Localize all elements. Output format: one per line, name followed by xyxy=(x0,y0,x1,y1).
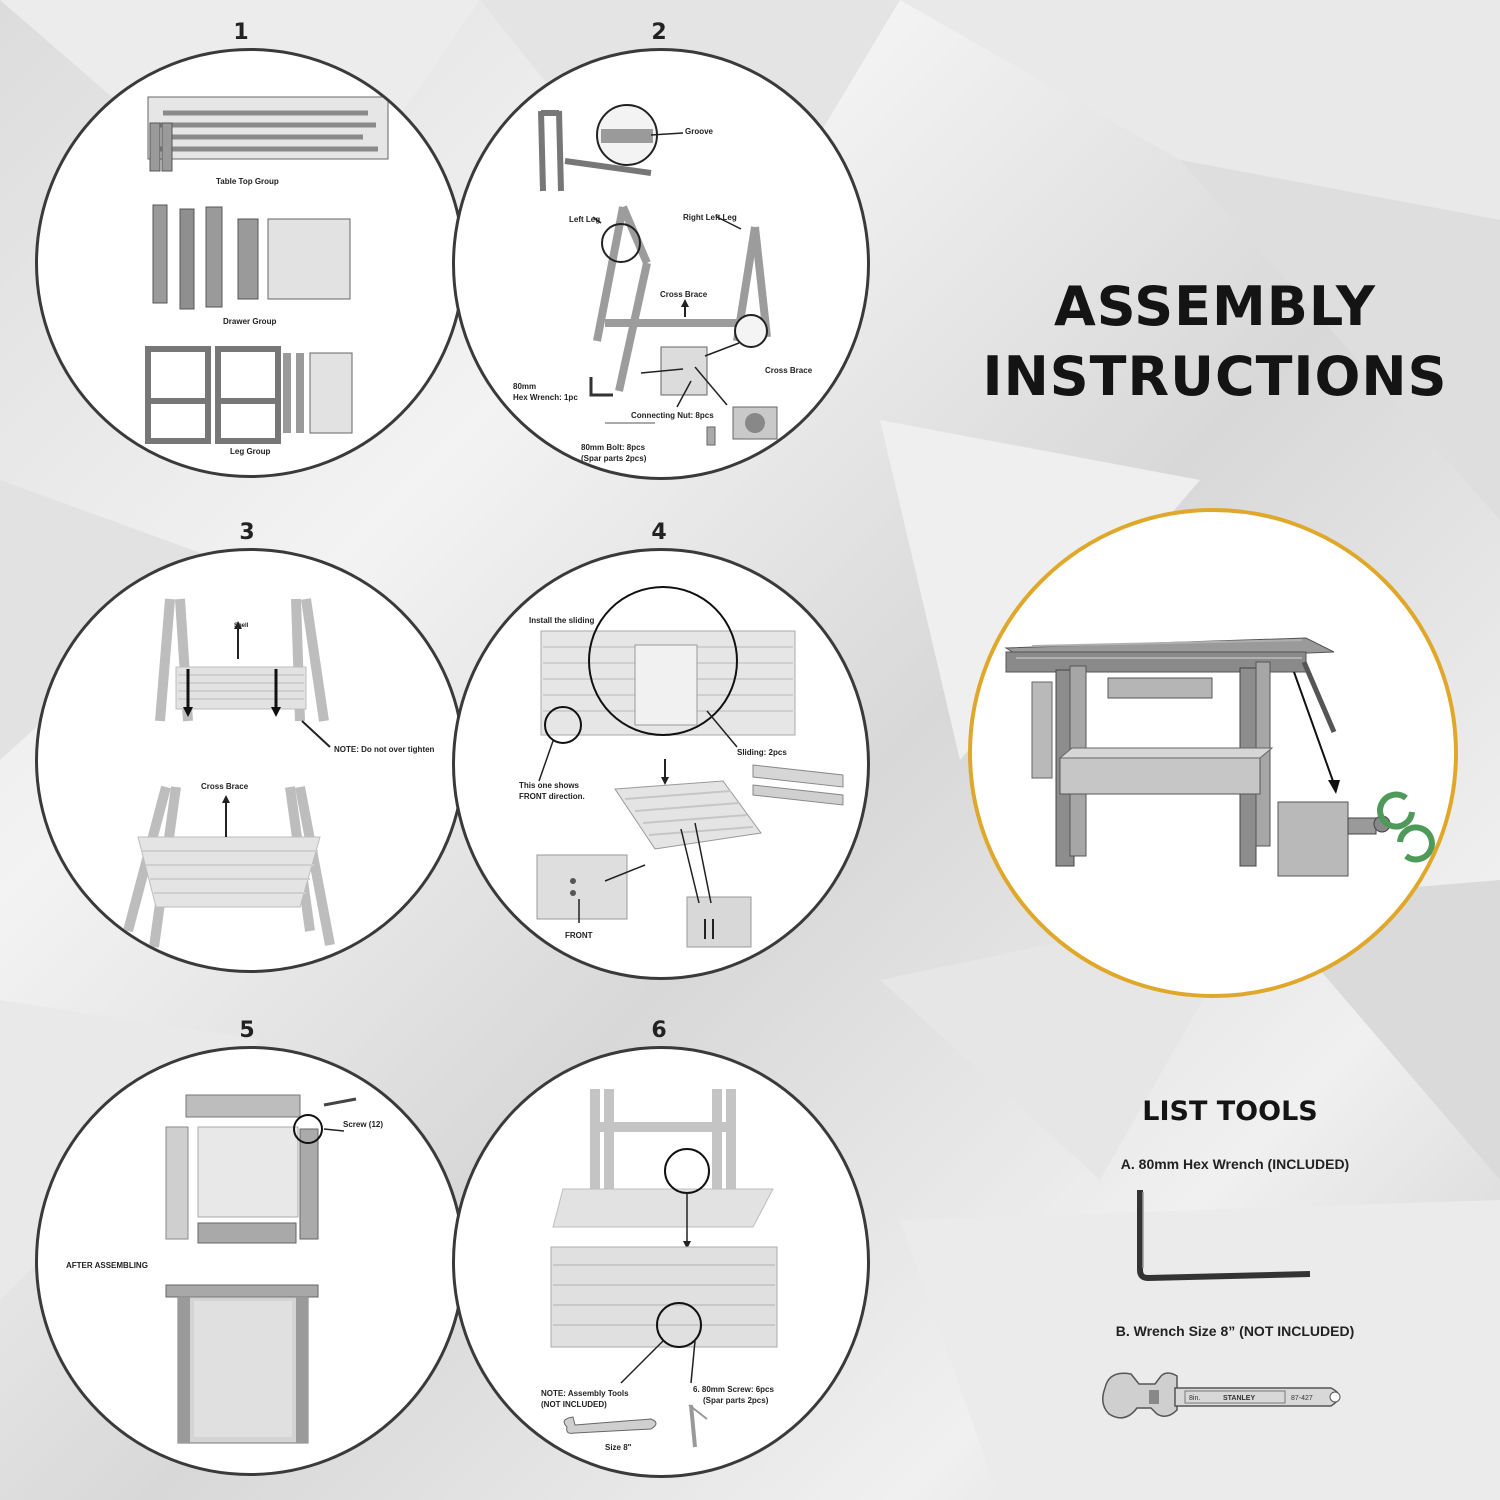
step-1-diagram xyxy=(145,96,389,444)
cross-brace-side-label: Cross Brace xyxy=(765,366,813,375)
step-4-number: 4 xyxy=(651,520,667,545)
product-circle xyxy=(968,508,1458,998)
step-6-circle: NOTE: Assembly Tools (NOT INCLUDED) 6. 8… xyxy=(452,1046,870,1478)
drawer-group-label: Drawer Group xyxy=(223,317,277,326)
wrench-brand-mark: STANLEY xyxy=(1223,1395,1255,1402)
after-assembling-label: AFTER ASSEMBLING xyxy=(66,1261,148,1270)
over-tighten-note-label: NOTE: Do not over tighten xyxy=(334,745,435,754)
screw-spare-label: (Spar parts 2pcs) xyxy=(703,1396,769,1405)
step-4-diagram xyxy=(536,586,844,948)
headline-line-1: ASSEMBLY xyxy=(1053,275,1377,338)
step-2-number: 2 xyxy=(651,20,667,45)
wrench-size-label: Size 8" xyxy=(605,1443,632,1452)
step-5-number: 5 xyxy=(239,1018,255,1043)
assembly-tools-note-label-1: NOTE: Assembly Tools xyxy=(541,1389,629,1398)
front-direction-label-1: This one shows xyxy=(519,781,580,790)
right-left-leg-label: Right Left Leg xyxy=(683,213,737,222)
cross-brace-label: Cross Brace xyxy=(201,782,249,791)
step-6-diagram xyxy=(550,1089,778,1448)
groove-label: Groove xyxy=(685,127,714,136)
bolt-spare-label: (Spar parts 2pcs) xyxy=(581,454,647,463)
step-2-circle: Groove Left Leg Right Left Leg Cross Bra… xyxy=(452,48,870,480)
adjustable-wrench-icon: 8in. STANLEY 87-427 xyxy=(1102,1372,1341,1419)
step-3-circle: Shell NOTE: Do not over tighten Cross Br… xyxy=(35,548,465,973)
wrench-size-mark: 8in. xyxy=(1189,1395,1200,1402)
hex-wrench-icon xyxy=(1137,1190,1311,1281)
screw-qty-label: Screw (12) xyxy=(343,1120,384,1129)
leg-group-label: Leg Group xyxy=(230,447,271,456)
front-label: FRONT xyxy=(565,931,593,940)
hex-wrench-size-label: 80mm xyxy=(513,382,537,391)
wrench-model-mark: 87-427 xyxy=(1291,1395,1313,1402)
step-5-circle: Screw (12) AFTER ASSEMBLING xyxy=(35,1046,465,1476)
cross-brace-top-label: Cross Brace xyxy=(660,290,708,299)
step-4-circle: Install the sliding Sliding: 2pcs This o… xyxy=(452,548,870,980)
tool-a-label: A. 80mm Hex Wrench (INCLUDED) xyxy=(1120,1156,1350,1172)
step-5-diagram xyxy=(165,1094,357,1444)
screw-qty-label: 6. 80mm Screw: 6pcs xyxy=(693,1385,774,1394)
step-1-number: 1 xyxy=(233,20,249,45)
left-leg-label: Left Leg xyxy=(569,215,601,224)
step-2-diagram xyxy=(538,104,778,446)
headline-line-2: INSTRUCTIONS xyxy=(982,345,1448,408)
step-1-circle: Table Top Group Drawer Group Leg Group xyxy=(35,48,465,478)
step-3-number: 3 xyxy=(239,520,255,545)
step-3-diagram xyxy=(123,598,335,948)
front-direction-label-2: FRONT direction. xyxy=(519,792,585,801)
sliding-qty-label: Sliding: 2pcs xyxy=(737,748,787,757)
hex-wrench-qty-label: Hex Wrench: 1pc xyxy=(513,393,578,402)
table-top-group-label: Table Top Group xyxy=(216,177,279,186)
workbench-illustration xyxy=(1004,637,1435,877)
bolt-qty-label: 80mm Bolt: 8pcs xyxy=(581,443,646,452)
tool-b-label: B. Wrench Size 8” (NOT INCLUDED) xyxy=(1115,1323,1355,1339)
connecting-nut-label: Connecting Nut: 8pcs xyxy=(631,411,714,420)
assembly-tools-note-label-2: (NOT INCLUDED) xyxy=(541,1400,607,1409)
install-sliding-label: Install the sliding xyxy=(529,616,595,625)
step-6-number: 6 xyxy=(651,1018,667,1043)
list-tools-title: LIST TOOLS xyxy=(1142,1096,1318,1127)
tool-label: Shell xyxy=(234,623,249,629)
